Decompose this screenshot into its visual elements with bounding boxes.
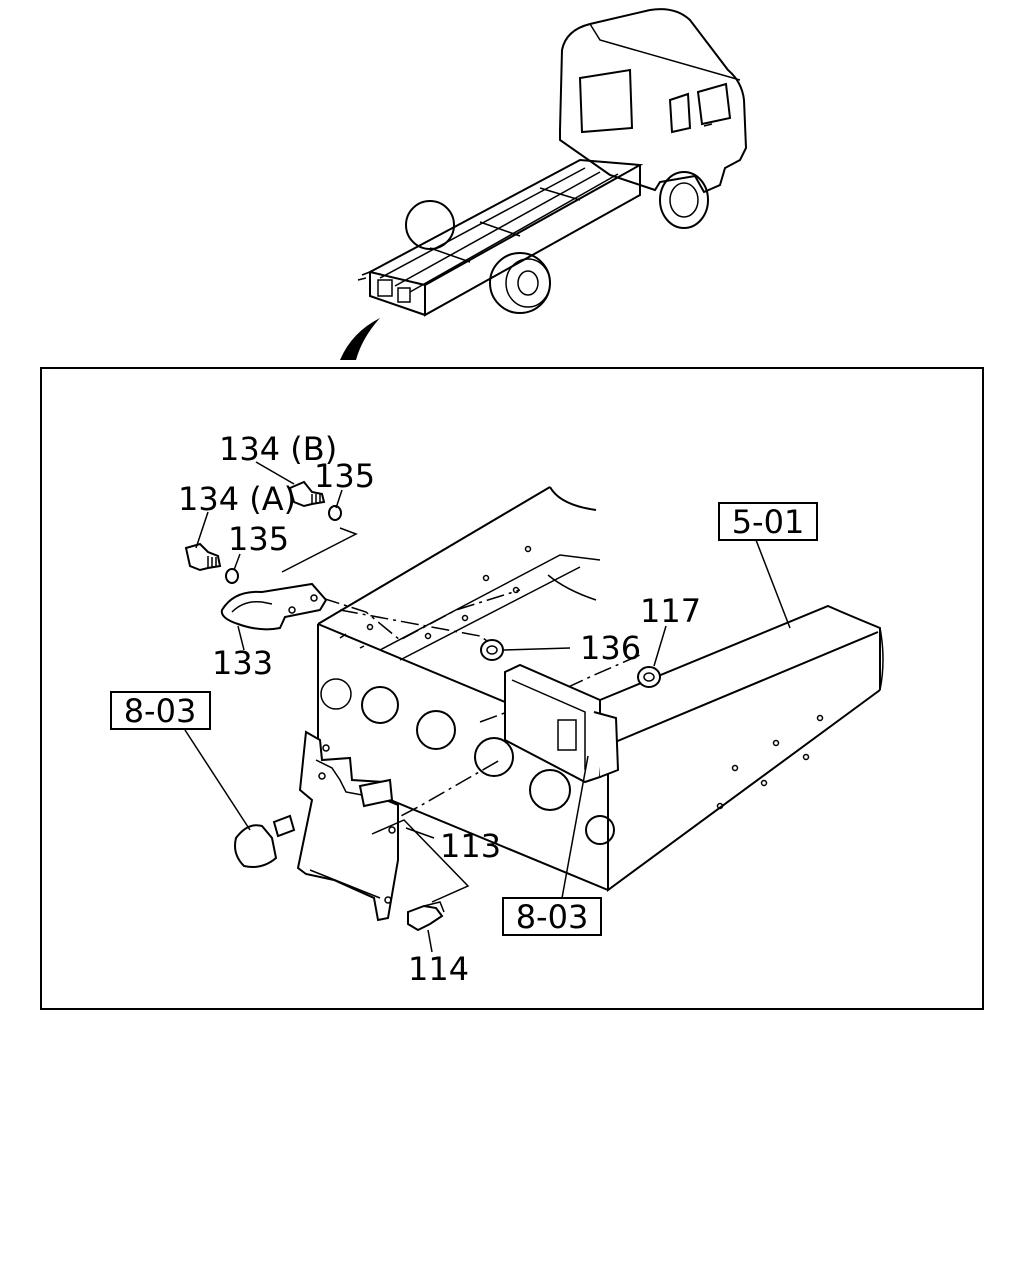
bolt-134b-shape [288,480,326,508]
ref-label-8-03-left: 8-03 [124,692,197,730]
callout-135-a: 135 [314,457,375,495]
callout-113: 113 [440,827,501,865]
callout-114: 114 [408,950,469,988]
leader-lines [184,461,791,953]
tow-hook-shape [220,582,328,631]
truck-overview [340,8,748,360]
bolt-134a-shape [184,542,222,572]
license-lamp-assembly [504,663,620,784]
nut-136-shape [480,639,504,661]
lamp-803-shape [234,814,296,868]
callout-133: 133 [212,644,273,682]
callout-134-a: 134 (A) [178,480,296,518]
frame-rails [317,486,884,892]
ref-label-5-01: 5-01 [732,503,805,541]
washer-135b-shape [225,568,239,584]
ref-label-8-03-right: 8-03 [516,898,589,936]
nut-117-shape [637,666,661,688]
bracket-113-shape [296,730,399,922]
bolt-114-shape [407,901,445,932]
callout-135-b: 135 [228,520,289,558]
ref-box-8-03-right: 8-03 [502,897,602,936]
detail-frame [40,367,984,1010]
ref-box-8-03-left: 8-03 [110,691,211,730]
detail-pointer-arrow [340,318,380,360]
ref-box-5-01: 5-01 [718,502,818,541]
callout-136: 136 [580,629,641,667]
callout-134-b: 134 (B) [219,430,337,468]
washer-135a-shape [328,505,342,521]
callout-117: 117 [640,592,701,630]
